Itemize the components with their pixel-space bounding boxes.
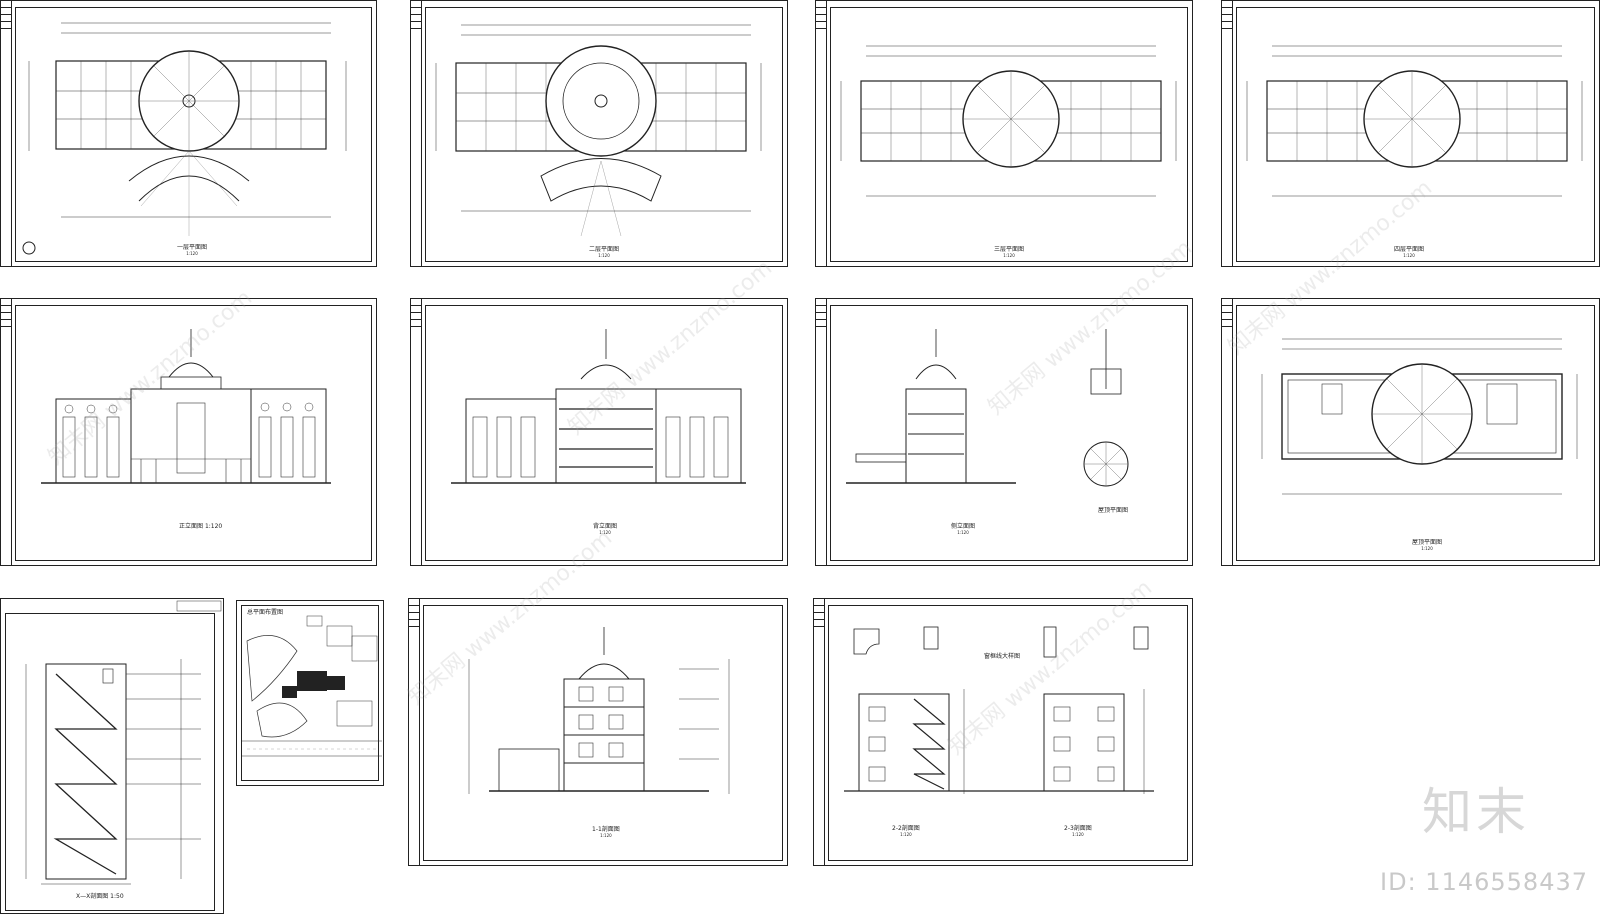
watermark-id: ID: 1146558437 (1380, 868, 1588, 896)
site-plan-drawing (242, 615, 382, 757)
section-drawing (468, 627, 730, 794)
floor-plan-drawing (435, 24, 762, 237)
sheet-front-elevation: 正立面图 1:120 (0, 298, 377, 566)
sheet-stair-section: X—X剖面图 1:50 (0, 598, 224, 914)
sheet-title: 正立面图 1:120 (179, 523, 223, 530)
sheet-subtitle: 屋顶平面图 (1098, 507, 1129, 514)
title-block (411, 1, 422, 266)
title-block (1, 1, 12, 266)
floor-plan-drawing (1246, 45, 1583, 197)
stair-section-drawing (25, 600, 222, 885)
title-block (814, 599, 825, 865)
title-block (816, 299, 827, 565)
elevation-drawing (41, 329, 331, 484)
title-block (409, 599, 420, 865)
sheet-title: X—X剖面图 1:50 (76, 893, 124, 900)
title-block (816, 1, 827, 266)
sheet-site-plan: 总平面布置图 (236, 600, 384, 786)
roof-plan-drawing (1261, 338, 1578, 495)
title-block (1222, 1, 1233, 266)
watermark-brand: 知末 (1422, 783, 1530, 841)
elevation-drawing (451, 329, 746, 484)
title-block (1, 299, 12, 565)
floor-plan-drawing (840, 45, 1177, 197)
title-block (1222, 299, 1233, 565)
floor-plan-drawing (22, 22, 347, 255)
detail-title: 窗框线大样图 (984, 653, 1021, 660)
title-block (411, 299, 422, 565)
sheet-title: 总平面布置图 (247, 609, 284, 616)
elevation-drawing (846, 329, 1129, 487)
section-drawing (844, 626, 1154, 794)
